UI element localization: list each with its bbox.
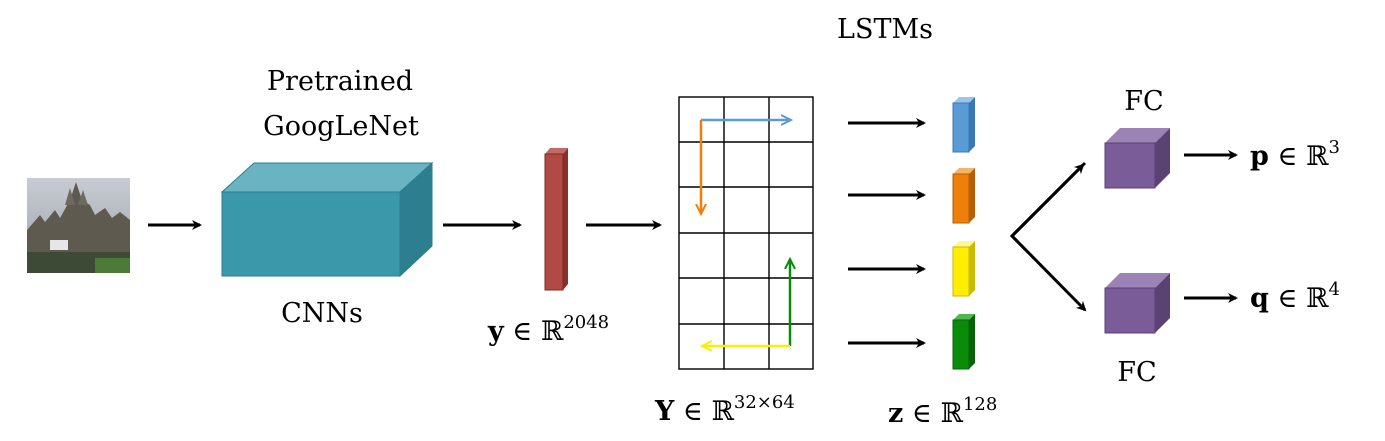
y-label: y ∈ ℝ2048 bbox=[487, 312, 609, 347]
lstm-output-blue bbox=[952, 97, 975, 153]
q-label: q ∈ ℝ4 bbox=[1250, 279, 1340, 314]
lstms-label: LSTMs bbox=[837, 14, 933, 45]
feature-vector-bar bbox=[544, 148, 568, 291]
fc-bottom-label: FC bbox=[1117, 357, 1156, 388]
lstm-output-green bbox=[952, 314, 975, 370]
cnn-box bbox=[220, 161, 434, 278]
cnns-label: CNNs bbox=[281, 298, 363, 329]
lstm-output-yellow bbox=[952, 241, 975, 297]
p-label: p ∈ ℝ3 bbox=[1250, 137, 1340, 172]
pretrained-label: Pretrained bbox=[267, 66, 413, 97]
arrow-to-fc-bottom bbox=[1009, 161, 1087, 312]
fc-bottom-box bbox=[1104, 273, 1170, 334]
input-image bbox=[27, 178, 130, 273]
z-label: z ∈ ℝ128 bbox=[888, 394, 997, 429]
reshaped-feature-grid bbox=[678, 96, 814, 370]
Y-label: Y ∈ ℝ32×64 bbox=[654, 392, 795, 427]
fc-top-box bbox=[1104, 128, 1170, 189]
lstm-output-orange bbox=[952, 168, 975, 224]
fc-top-label: FC bbox=[1124, 86, 1163, 117]
arrow-to-fc-top bbox=[1010, 163, 1085, 238]
googlenet-label: GoogLeNet bbox=[263, 111, 419, 142]
